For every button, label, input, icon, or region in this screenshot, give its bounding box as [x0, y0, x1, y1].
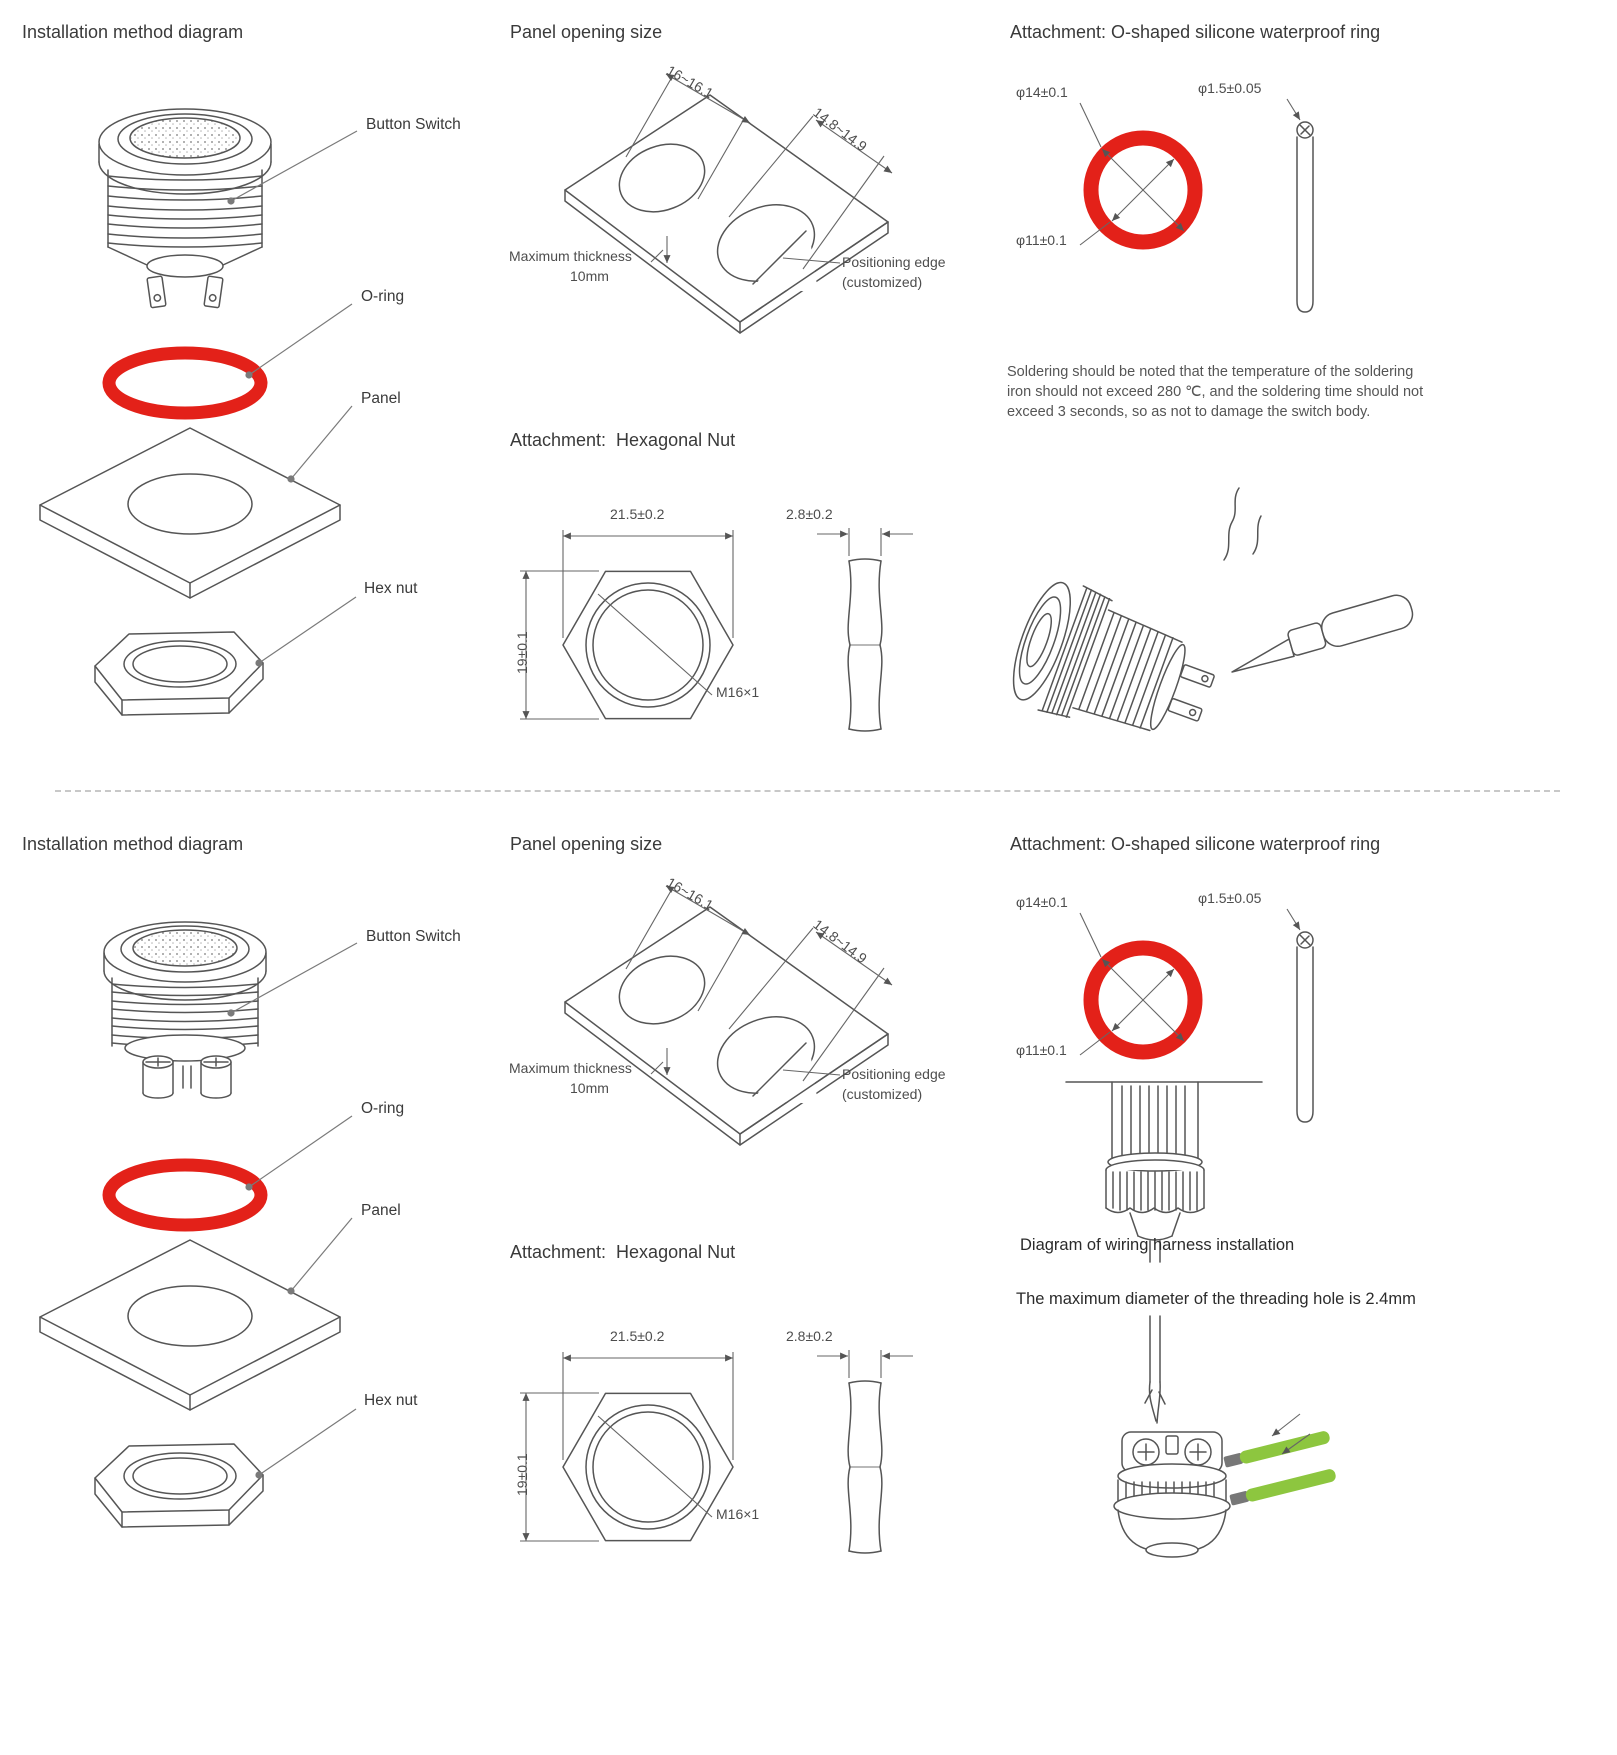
- hex-nut-drawing-bottom: [520, 1350, 913, 1553]
- exploded-switch-drawing-bottom: [103, 921, 267, 1099]
- section-divider: [55, 790, 1560, 792]
- soldering-illustration: [1012, 487, 1414, 732]
- oring-drawing-top: [1080, 99, 1313, 312]
- wiring-harness-illustration: [1065, 1081, 1336, 1558]
- hex-nut-drawing-top: [520, 528, 913, 731]
- panel-opening-drawing-top: [565, 74, 892, 333]
- exploded-parts-drawing-bottom: [40, 943, 357, 1527]
- panel-opening-drawing-bottom: [565, 886, 892, 1145]
- exploded-switch-drawing-top: [98, 108, 272, 309]
- oring-drawing-bottom: [1080, 909, 1313, 1122]
